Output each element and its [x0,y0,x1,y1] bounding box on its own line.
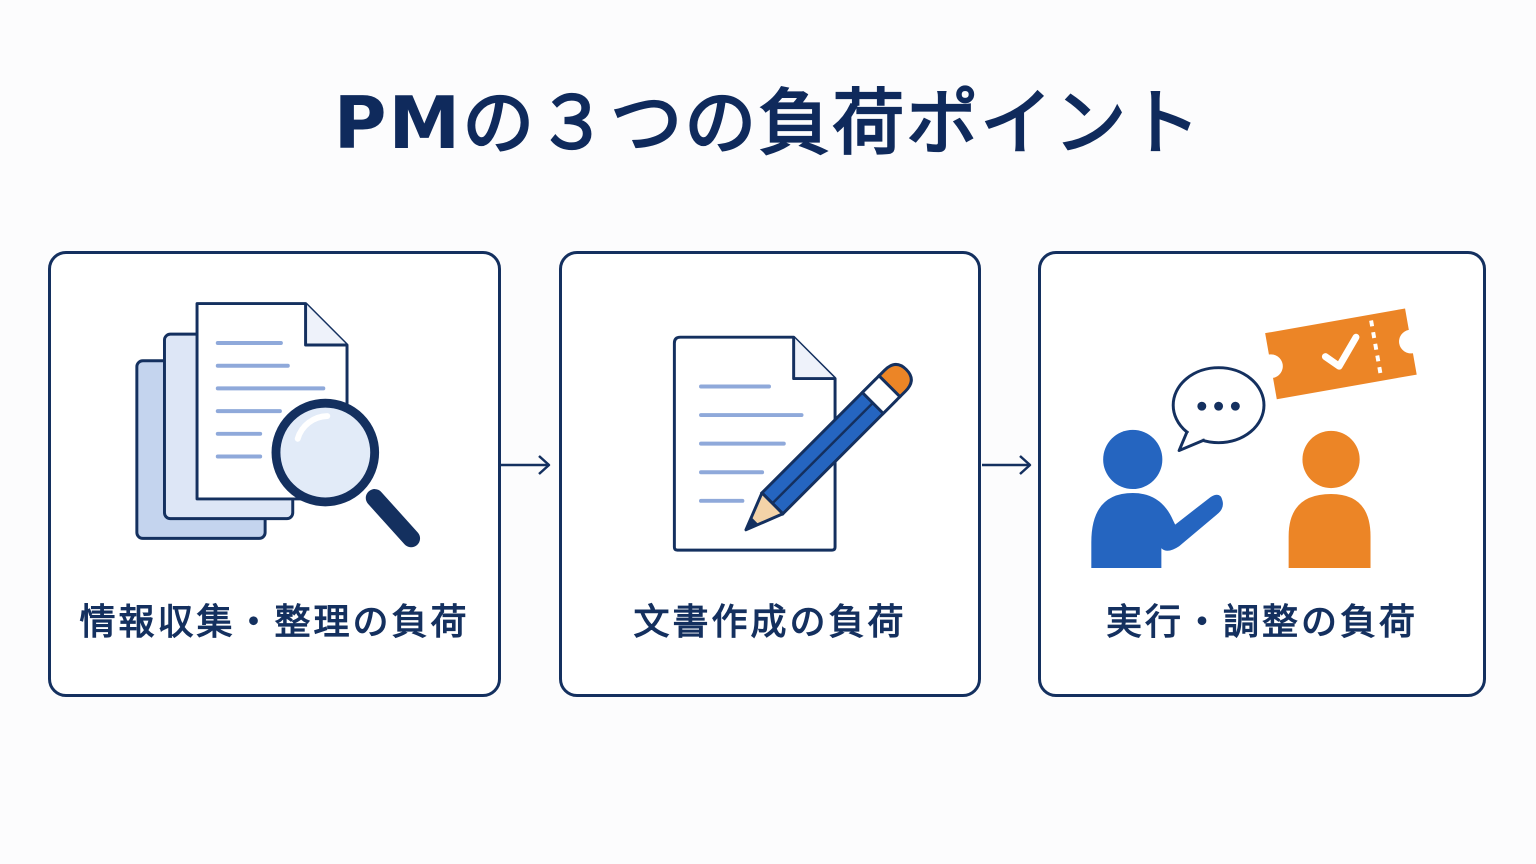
step-card-information: 情報収集・整理の負荷 [48,251,501,697]
arrow-right-icon [501,455,551,475]
document-pencil-icon [672,335,913,552]
step-card-coordination: 実行・調整の負荷 [1038,251,1486,697]
arrow-right-icon [982,455,1032,475]
people-conversation-ticket-icon [1091,308,1417,568]
step-label-documentation: 文書作成の負荷 [633,602,907,643]
page-title: PMの３つの負荷ポイント [333,81,1203,165]
documents-magnifier-icon [135,302,421,548]
step-label-information: 情報収集・整理の負荷 [79,602,470,643]
step-card-documentation: 文書作成の負荷 [559,251,981,697]
step-label-coordination: 実行・調整の負荷 [1105,602,1418,643]
